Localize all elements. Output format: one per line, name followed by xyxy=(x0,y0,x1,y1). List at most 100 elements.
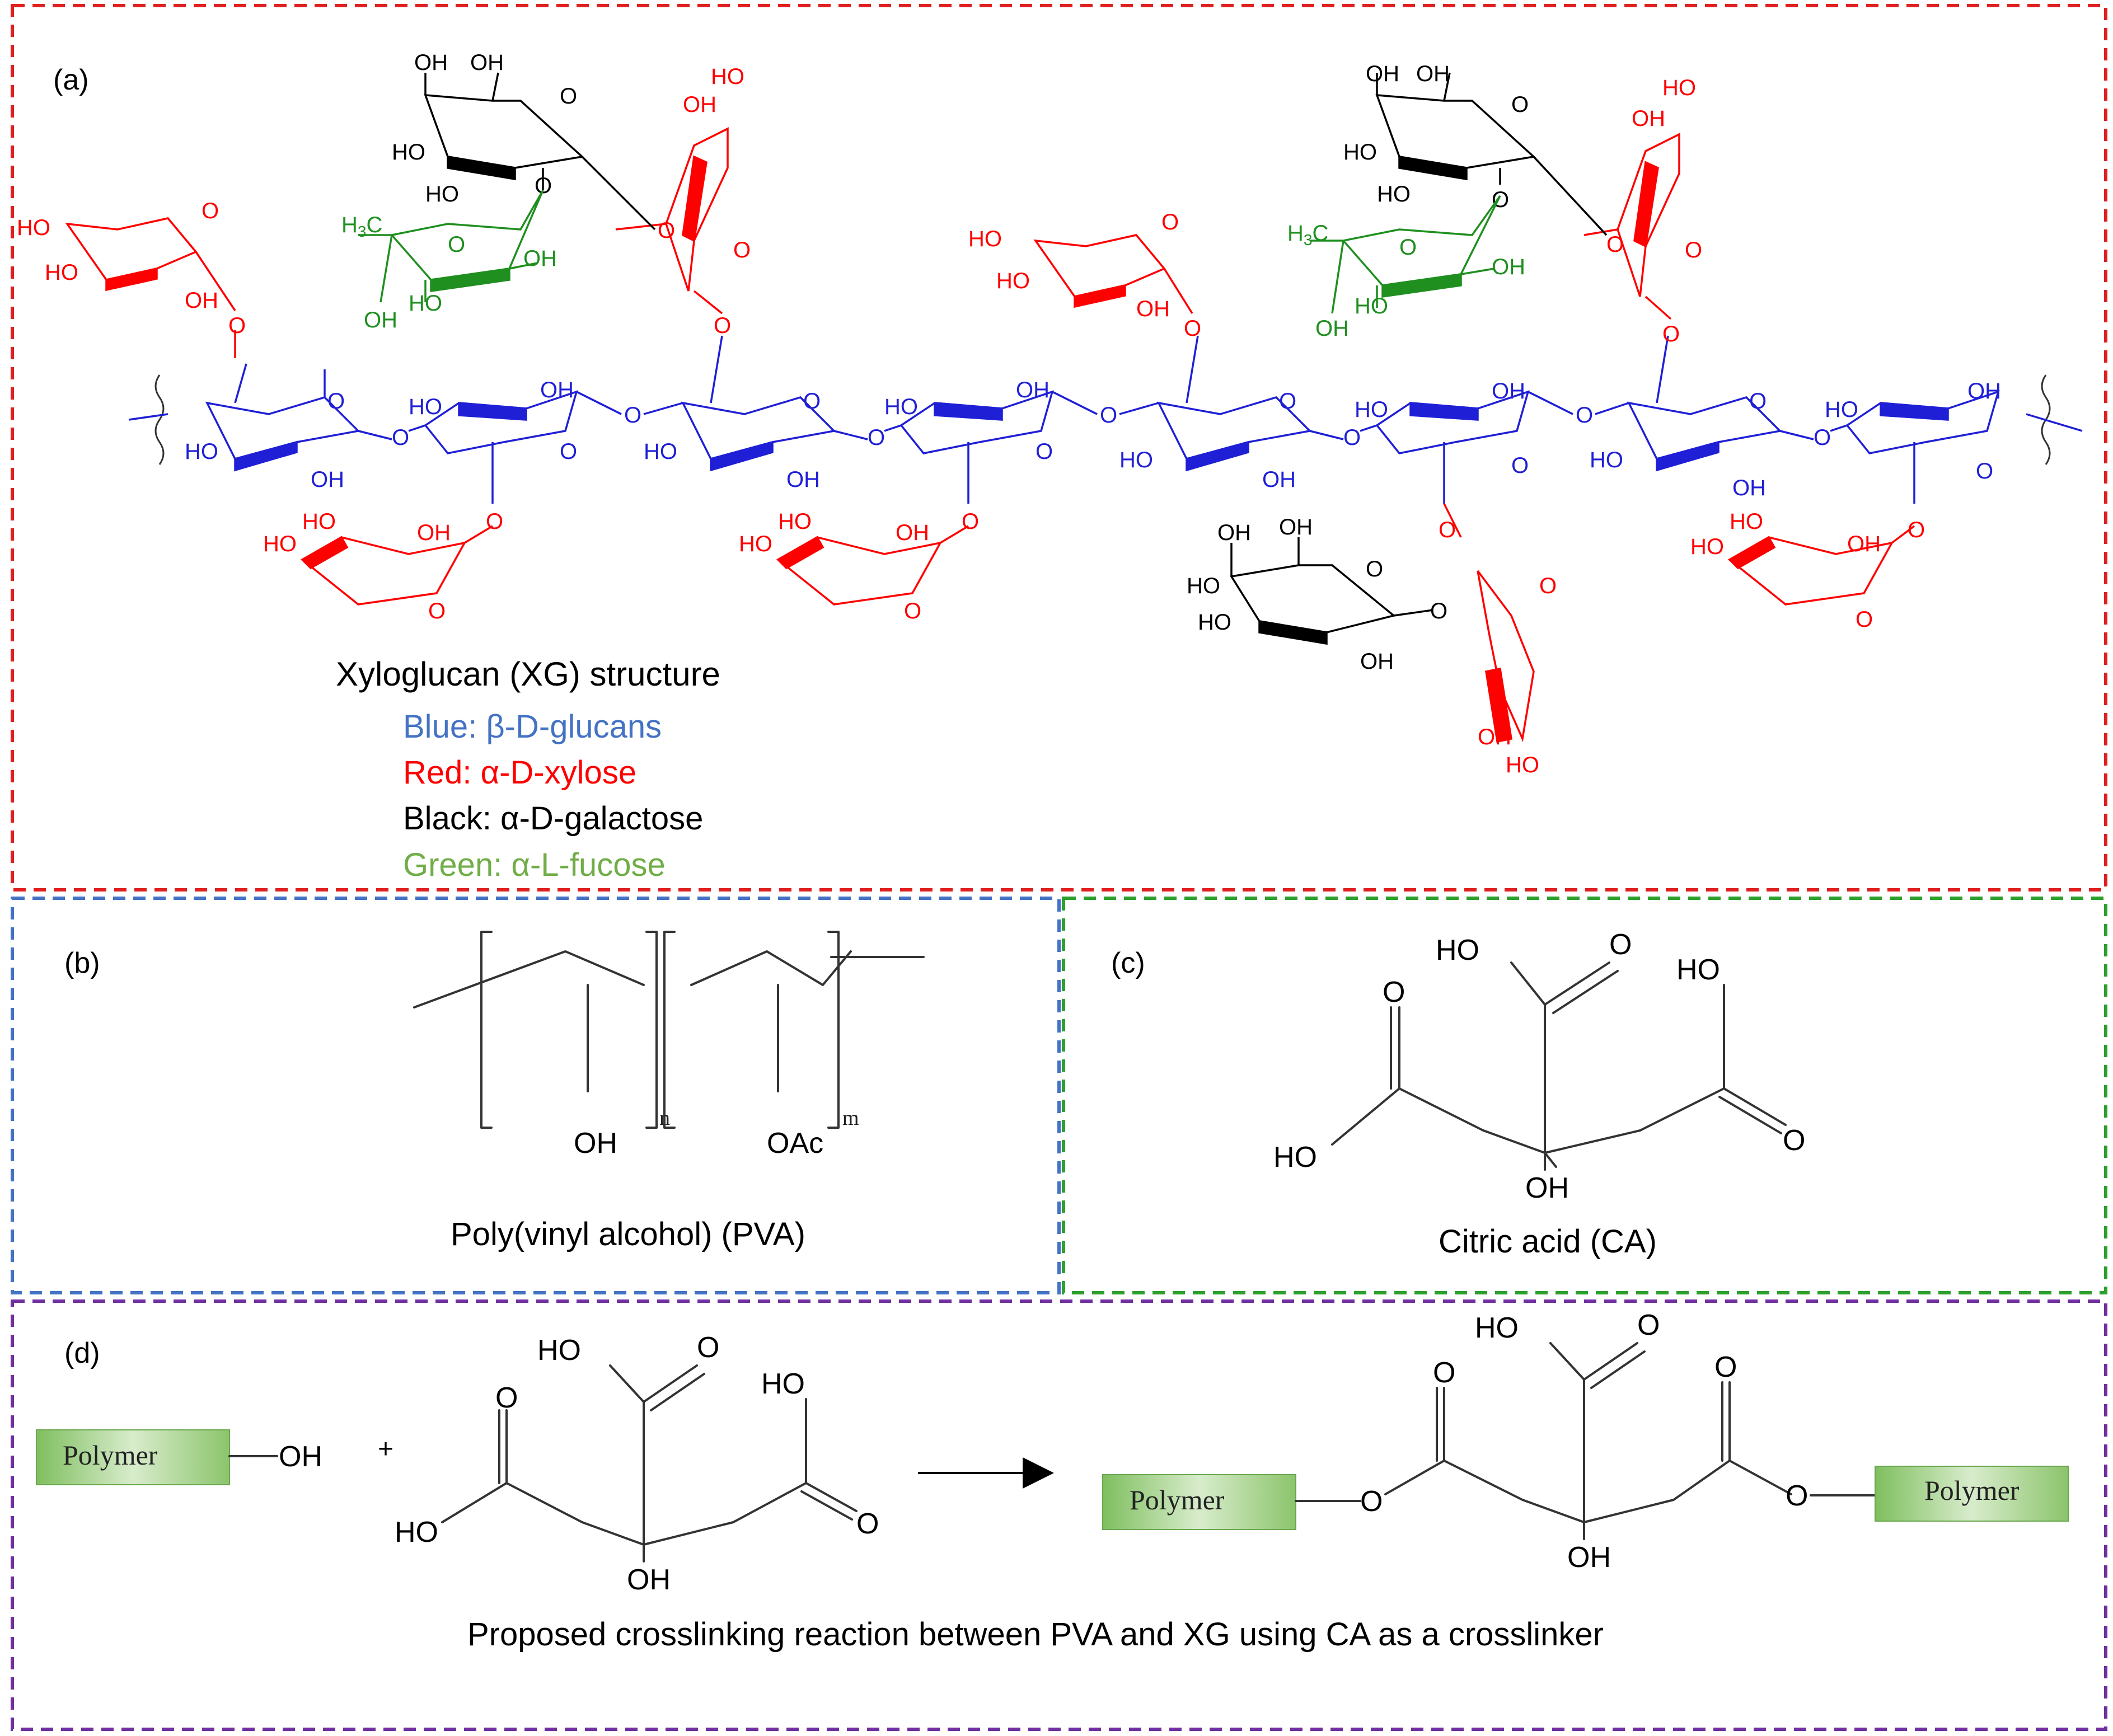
svg-text:O: O xyxy=(428,599,446,623)
polymer-box-3 xyxy=(1875,1466,2069,1522)
svg-text:OH: OH xyxy=(1632,106,1665,131)
pva-n-subscript: n xyxy=(659,1106,670,1130)
svg-text:O: O xyxy=(714,313,731,338)
glucan-atom-labels: O HO OH O HO OH O O O HO OH O HO OH O O … xyxy=(185,378,2001,500)
svg-text:OH: OH xyxy=(414,50,448,75)
svg-text:O: O xyxy=(448,232,465,257)
svg-text:HO: HO xyxy=(1355,294,1388,318)
svg-text:OH: OH xyxy=(1525,1172,1569,1204)
panel-c-border xyxy=(1062,897,2107,1294)
svg-text:OH: OH xyxy=(1732,476,1766,500)
svg-text:O: O xyxy=(1433,1357,1455,1389)
legend-galactose: Black: α-D-galactose xyxy=(403,800,703,837)
svg-text:OH: OH xyxy=(1279,515,1313,539)
svg-text:HO: HO xyxy=(1377,182,1411,207)
svg-text:HO: HO xyxy=(425,182,459,207)
svg-text:O: O xyxy=(1606,232,1624,257)
svg-text:O: O xyxy=(1399,235,1417,260)
svg-text:OH: OH xyxy=(1315,316,1349,341)
svg-text:HO: HO xyxy=(1119,448,1153,472)
svg-text:O: O xyxy=(1539,574,1557,598)
svg-text:HO: HO xyxy=(1690,534,1724,559)
svg-text:HO: HO xyxy=(778,509,812,534)
svg-text:H3C: H3C xyxy=(341,213,382,240)
fucose-units xyxy=(358,190,1501,314)
svg-text:OH: OH xyxy=(470,50,504,75)
svg-text:OH: OH xyxy=(1492,379,1525,403)
svg-text:HO: HO xyxy=(1198,610,1231,635)
xylose-atom-labels: HO HO OH O O HO OH O O O HO HO OH O O HO… xyxy=(17,64,1925,777)
svg-text:O: O xyxy=(1511,453,1529,478)
svg-text:O: O xyxy=(1976,459,1993,484)
svg-text:HO: HO xyxy=(185,439,218,464)
svg-text:HO: HO xyxy=(395,1516,438,1549)
svg-text:HO: HO xyxy=(968,227,1002,251)
crosslinking-reaction: Polymer OH + HO O HO O HO OH O Polymer O xyxy=(36,1309,2069,1653)
svg-text:HO: HO xyxy=(1436,934,1479,966)
svg-text:OH: OH xyxy=(311,467,344,492)
svg-text:O: O xyxy=(1908,518,1925,542)
plus-sign: + xyxy=(378,1434,393,1464)
svg-text:OH: OH xyxy=(1847,532,1881,556)
svg-text:O: O xyxy=(1814,425,1831,450)
pva-m-subscript: m xyxy=(842,1106,859,1130)
svg-text:HO: HO xyxy=(739,532,772,556)
svg-text:H3C: H3C xyxy=(1287,221,1328,248)
svg-text:OH: OH xyxy=(1478,725,1511,749)
panel-a-label: (a) xyxy=(53,64,89,96)
svg-text:O: O xyxy=(1161,210,1179,234)
svg-text:O: O xyxy=(560,84,577,109)
polymer-box-1 xyxy=(36,1429,230,1485)
svg-text:O: O xyxy=(904,599,921,623)
svg-text:HO: HO xyxy=(1506,753,1539,777)
svg-text:OH: OH xyxy=(540,378,574,402)
svg-text:HO: HO xyxy=(1662,76,1696,100)
svg-text:HO: HO xyxy=(409,395,442,419)
svg-text:O: O xyxy=(202,199,219,223)
polymer-label-1: Polymer xyxy=(63,1439,158,1471)
svg-text:O: O xyxy=(1856,607,1873,632)
svg-text:OH: OH xyxy=(1366,62,1399,86)
svg-text:OH: OH xyxy=(1360,649,1394,674)
svg-text:OH: OH xyxy=(1136,297,1170,321)
svg-text:OH: OH xyxy=(417,520,451,545)
svg-text:HO: HO xyxy=(761,1368,805,1400)
pva-caption: Poly(vinyl alcohol) (PVA) xyxy=(451,1216,805,1252)
svg-text:HO: HO xyxy=(1676,954,1720,986)
svg-text:HO: HO xyxy=(996,269,1030,293)
polymer-label-2: Polymer xyxy=(1130,1484,1225,1516)
panel-b-border xyxy=(11,897,1061,1294)
svg-text:HO: HO xyxy=(302,509,336,534)
svg-text:O: O xyxy=(495,1382,518,1414)
svg-text:O: O xyxy=(624,403,641,428)
svg-text:HO: HO xyxy=(1590,448,1623,472)
xyloglucan-structure: O HO OH O HO OH O O O HO OH O HO OH O O … xyxy=(17,50,2083,777)
fucose-atom-labels: H3C O OH OH HO H3C O OH OH HO xyxy=(341,213,1525,341)
svg-text:OH: OH xyxy=(1492,255,1525,279)
svg-text:O: O xyxy=(697,1331,719,1364)
svg-text:O: O xyxy=(1637,1309,1660,1341)
panel-b-label: (b) xyxy=(64,947,100,979)
svg-text:OH: OH xyxy=(523,246,557,271)
xylose-units xyxy=(65,127,1915,743)
legend-glucan: Blue: β-D-glucans xyxy=(403,709,662,745)
pva-oh: OH xyxy=(574,1127,617,1160)
svg-text:O: O xyxy=(733,238,751,262)
svg-text:O: O xyxy=(392,425,409,450)
svg-text:HO: HO xyxy=(1343,140,1377,165)
svg-text:O: O xyxy=(1100,403,1117,428)
svg-text:O: O xyxy=(962,509,979,534)
svg-text:O: O xyxy=(658,218,675,243)
galactose-units xyxy=(424,72,1608,645)
svg-text:O: O xyxy=(327,389,345,414)
svg-text:OH: OH xyxy=(786,467,820,492)
svg-text:O: O xyxy=(1036,439,1053,464)
svg-text:O: O xyxy=(1609,928,1632,961)
svg-text:O: O xyxy=(1749,389,1767,414)
panel-d-border xyxy=(11,1299,2107,1731)
svg-text:O: O xyxy=(1439,518,1456,542)
svg-text:O: O xyxy=(1662,322,1680,346)
svg-text:O: O xyxy=(1184,316,1201,341)
svg-text:O: O xyxy=(1430,599,1447,623)
